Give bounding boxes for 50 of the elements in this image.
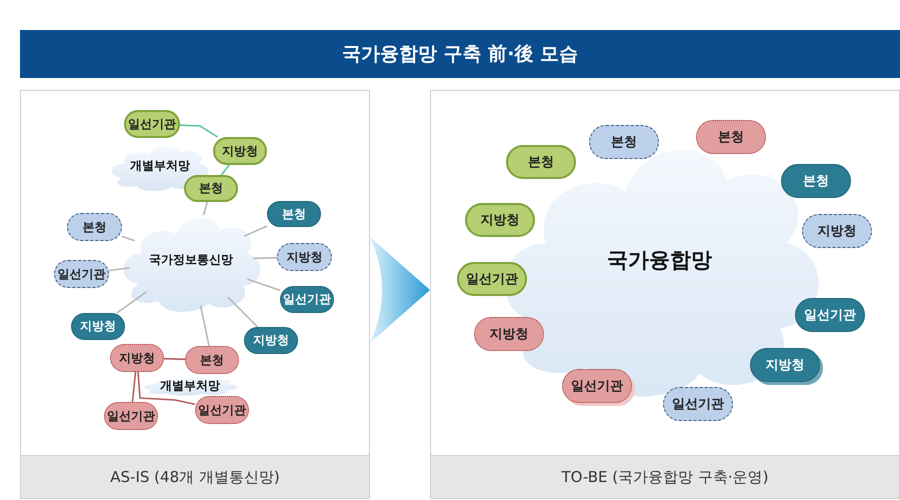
office-pill: 일선기관 [280,286,334,313]
office-pill: 본청 [781,164,851,198]
office-pill: 본청 [506,145,576,179]
connector-line [122,236,135,242]
office-pill: 일선기관 [54,260,109,288]
office-pill: 일선기관 [104,402,158,430]
connector-line [164,358,186,360]
connector-line [247,278,280,292]
network-label: 국가정보통신망 [148,252,234,268]
connector-line [244,225,268,237]
panel [430,90,900,499]
panel [20,90,370,499]
office-pill: 본청 [67,213,122,241]
network-label: 국가융합망 [606,247,713,274]
connector-line [132,372,136,402]
office-pill: 일선기관 [195,396,249,424]
office-pill: 지방청 [474,317,544,351]
office-pill: 지방청 [244,327,298,354]
office-pill: 지방청 [277,243,332,271]
office-pill: 일선기관 [562,369,632,403]
office-pill: 지방청 [802,214,872,248]
connector-line [227,296,258,328]
connector-line [220,164,230,176]
connector-line [252,256,278,260]
office-pill: 일선기관 [457,262,527,296]
connector-line [200,305,210,346]
caption-bar: TO-BE (국가융합망 구축·운영) [431,455,899,498]
office-pill: 본청 [184,175,238,202]
office-pill: 일선기관 [124,110,180,138]
office-pill: 일선기관 [795,298,865,332]
office-pill: 일선기관 [663,387,733,421]
connector-line [137,372,196,406]
connector-line [108,267,130,272]
office-pill: 본청 [185,346,239,374]
office-pill: 지방청 [213,137,267,165]
office-pill: 본청 [696,120,766,154]
network-label: 개별부처망 [160,378,220,394]
connector-line [116,291,147,314]
office-pill: 본청 [267,201,321,227]
caption-bar: AS-IS (48개 개별통신망) [21,455,369,498]
connector-line [202,202,208,216]
network-label: 개별부처망 [130,158,190,174]
arrow [370,237,430,343]
office-pill: 본청 [589,125,659,159]
office-pill: 지방청 [71,313,125,340]
connector-line [180,124,218,138]
office-pill: 지방청 [110,344,164,372]
office-pill: 지방청 [465,203,535,237]
title-bar: 국가융합망 구축 前·後 모습 [20,30,900,78]
office-pill: 지방청 [750,348,820,382]
